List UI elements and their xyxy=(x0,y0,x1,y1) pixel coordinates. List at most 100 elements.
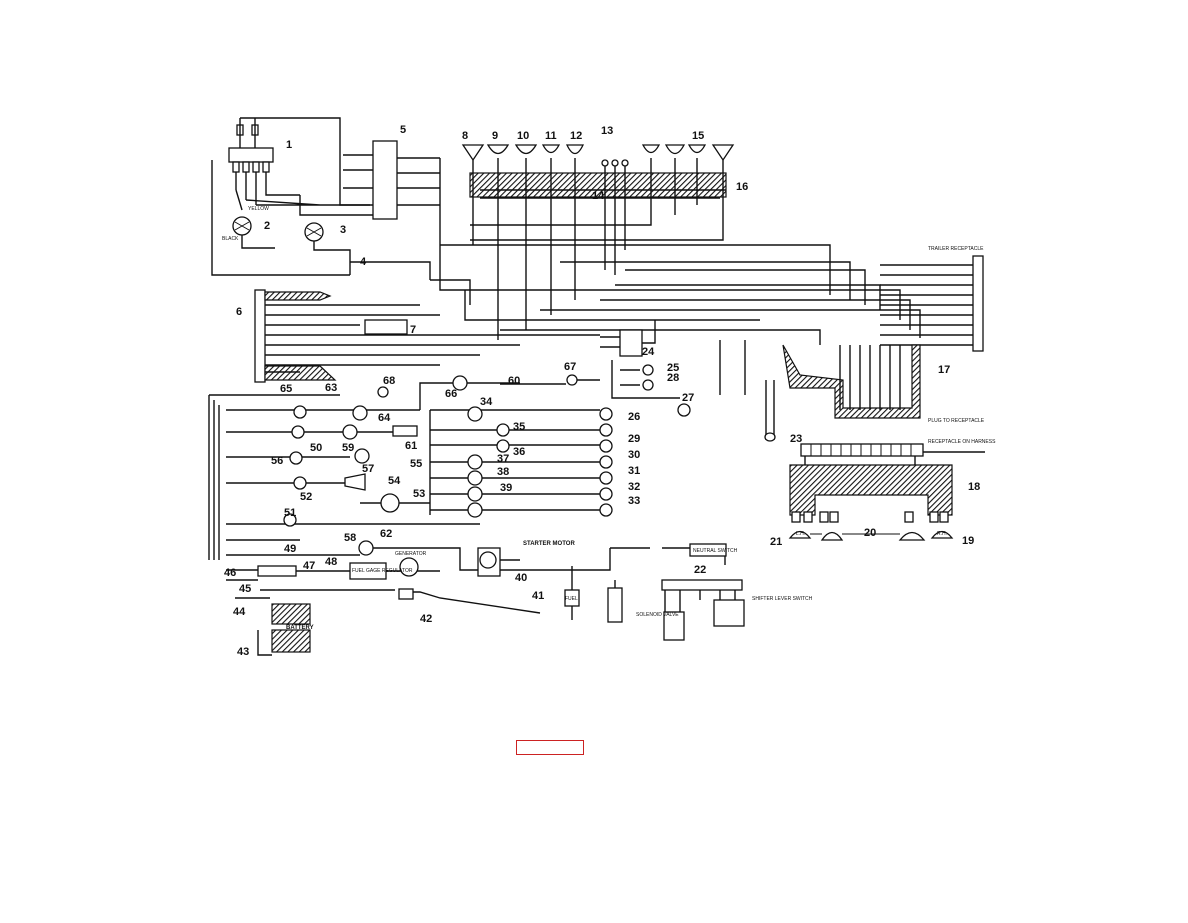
callout-6: 6 xyxy=(236,306,242,318)
callout-54: 54 xyxy=(388,475,401,487)
trunk-harness xyxy=(480,244,984,442)
callout-11: 11 xyxy=(545,130,557,142)
lamp-row xyxy=(461,144,735,340)
label-black: BLACK xyxy=(222,236,239,242)
callout-15: 15 xyxy=(692,130,704,142)
callout-29: 29 xyxy=(628,433,640,445)
callout-67: 67 xyxy=(564,361,576,373)
callout-3: 3 xyxy=(340,224,346,236)
callout-35: 35 xyxy=(513,421,525,433)
callout-25: 25 xyxy=(667,362,679,374)
callout-58: 58 xyxy=(344,532,356,544)
callout-16: 16 xyxy=(736,181,748,193)
callout-51: 51 xyxy=(284,507,296,519)
callout-44: 44 xyxy=(233,606,246,618)
callout-49: 49 xyxy=(284,543,296,555)
callout-9: 9 xyxy=(492,130,498,142)
callout-1: 1 xyxy=(286,139,292,151)
callout-23: 23 xyxy=(790,433,802,445)
callout-52: 52 xyxy=(300,491,312,503)
callout-8: 8 xyxy=(462,130,468,142)
callout-30: 30 xyxy=(628,449,640,461)
callout-2: 2 xyxy=(264,220,270,232)
callout-31: 31 xyxy=(628,465,640,477)
callout-39: 39 xyxy=(500,482,512,494)
callout-4: 4 xyxy=(360,256,367,268)
label-battery: BATTERY xyxy=(286,625,314,631)
callout-65: 65 xyxy=(280,383,292,395)
callout-68: 68 xyxy=(383,375,395,387)
callout-47: 47 xyxy=(303,560,315,572)
label-shifter-lever-switch: SHIFTER LEVER SWITCH xyxy=(752,596,813,602)
lamp-cluster-left xyxy=(208,375,520,560)
callout-62: 62 xyxy=(380,528,392,540)
connector-6 xyxy=(254,261,650,383)
lamp-column-center xyxy=(360,406,613,518)
connector-24 xyxy=(500,320,691,417)
callout-20: 20 xyxy=(864,527,876,539)
callout-53: 53 xyxy=(413,488,425,500)
callout-59: 59 xyxy=(342,442,354,454)
callout-56: 56 xyxy=(271,455,283,467)
component-labels: STARTER MOTOR BATTERY NEUTRAL SWITCH SHI… xyxy=(222,206,996,631)
callout-38: 38 xyxy=(497,466,509,478)
terminal-block-5 xyxy=(299,140,520,291)
callout-17: 17 xyxy=(938,364,950,376)
label-solenoid-valve: SOLENOID VALVE xyxy=(636,612,679,618)
callout-34: 34 xyxy=(480,396,493,408)
callout-41: 41 xyxy=(532,590,544,602)
callout-66: 66 xyxy=(445,388,457,400)
label-rh: R.H. xyxy=(937,531,947,537)
headlight-switch-group xyxy=(211,117,370,276)
callout-55: 55 xyxy=(410,458,422,470)
label-trailer-receptacle: TRAILER RECEPTACLE xyxy=(928,246,984,252)
callout-26: 26 xyxy=(628,411,640,423)
callout-12: 12 xyxy=(570,130,582,142)
callout-57: 57 xyxy=(362,463,374,475)
label-plug-to-receptacle: PLUG TO RECEPTACLE xyxy=(928,418,985,424)
control-section xyxy=(564,543,745,641)
callout-64: 64 xyxy=(378,412,391,424)
callout-10: 10 xyxy=(517,130,529,142)
callout-61: 61 xyxy=(405,440,417,452)
power-section xyxy=(226,539,611,656)
connector-3 xyxy=(304,222,324,242)
callout-63: 63 xyxy=(325,382,337,394)
figure-reference-box xyxy=(516,740,584,755)
label-lh: L.H. xyxy=(796,531,805,537)
callout-7: 7 xyxy=(410,324,416,336)
label-starter-motor: STARTER MOTOR xyxy=(523,541,575,547)
callout-50: 50 xyxy=(310,442,322,454)
callout-42: 42 xyxy=(420,613,432,625)
callout-33: 33 xyxy=(628,495,640,507)
callout-numbers: 1 2 3 4 5 6 7 8 9 10 11 12 13 14 15 16 1… xyxy=(224,124,980,658)
callout-36: 36 xyxy=(513,446,525,458)
callout-48: 48 xyxy=(325,556,337,568)
label-yellow: YELLOW xyxy=(248,206,269,212)
callout-18: 18 xyxy=(968,481,980,493)
callout-28: 28 xyxy=(667,372,679,384)
callout-32: 32 xyxy=(628,481,640,493)
label-neutral-switch: NEUTRAL SWITCH xyxy=(693,548,738,554)
callout-14: 14 xyxy=(592,190,605,202)
label-fuel: FUEL xyxy=(565,596,578,602)
connector-2 xyxy=(232,216,252,236)
callout-40: 40 xyxy=(515,572,527,584)
callout-22: 22 xyxy=(694,564,706,576)
callout-24: 24 xyxy=(642,346,655,358)
callout-13: 13 xyxy=(601,125,613,137)
label-receptacle-on-harness: RECEPTACLE ON HARNESS xyxy=(928,439,996,445)
callout-43: 43 xyxy=(237,646,249,658)
callout-21: 21 xyxy=(770,536,782,548)
callout-19: 19 xyxy=(962,535,974,547)
callout-45: 45 xyxy=(239,583,251,595)
callout-60: 60 xyxy=(508,375,520,387)
label-fuel-gage-regulator: FUEL GAGE REGULATOR xyxy=(352,568,413,574)
callout-5: 5 xyxy=(400,124,406,136)
callout-37: 37 xyxy=(497,453,509,465)
callout-27: 27 xyxy=(682,392,694,404)
label-generator: GENERATOR xyxy=(395,551,427,557)
callout-46: 46 xyxy=(224,567,236,579)
